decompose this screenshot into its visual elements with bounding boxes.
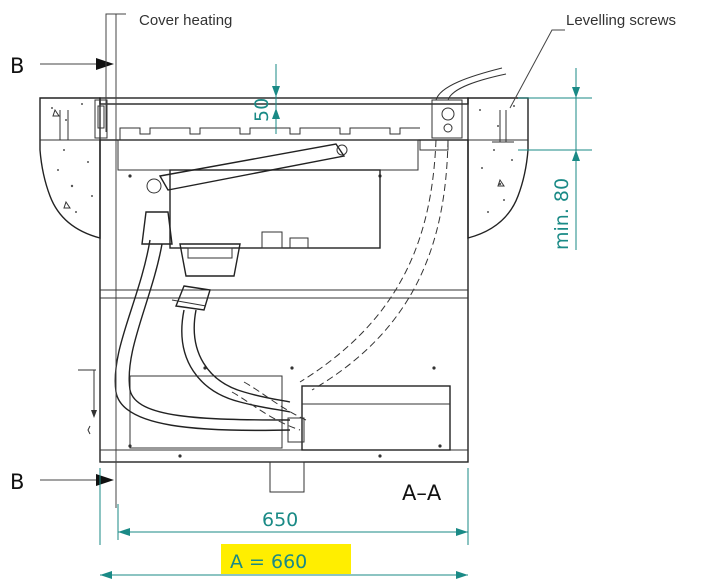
dimension-min-80 xyxy=(518,68,592,250)
side-marker xyxy=(78,369,97,435)
dimension-a-660 xyxy=(100,544,468,579)
dimension-50 xyxy=(272,64,280,134)
motor-unit xyxy=(141,143,381,311)
dimension-min-80-label: min. 80 xyxy=(551,178,573,250)
cover-heating-label: Cover heating xyxy=(139,12,232,29)
label-leaders xyxy=(105,13,565,132)
dimension-650 xyxy=(99,468,469,545)
section-b-top-label: B xyxy=(10,54,24,78)
control-box xyxy=(129,375,451,451)
hoses xyxy=(114,67,507,432)
dimension-50-label: 50 xyxy=(251,98,273,122)
section-view-label: A–A xyxy=(402,481,442,505)
dimension-a-660-label: A = 660 xyxy=(230,551,307,573)
countertop xyxy=(39,97,529,239)
levelling-screws-label: Levelling screws xyxy=(566,12,676,29)
dimension-650-label: 650 xyxy=(262,509,298,531)
section-line xyxy=(40,14,117,508)
section-b-bottom-label: B xyxy=(10,470,24,494)
highlight-box xyxy=(221,544,351,574)
top-frame xyxy=(59,97,514,151)
